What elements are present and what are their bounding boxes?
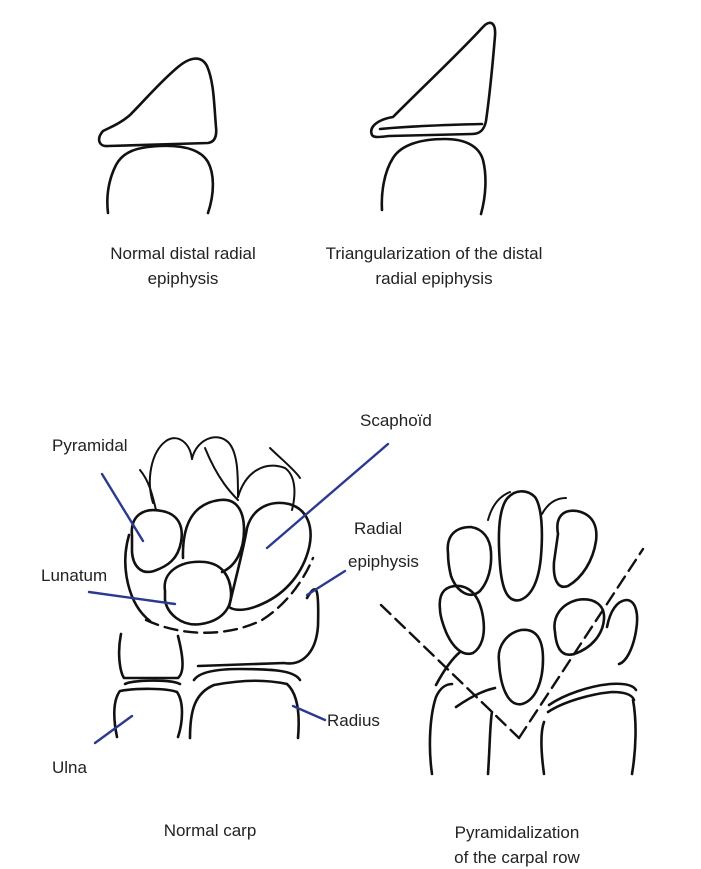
caption-normal-carp: Normal carp [140, 818, 280, 843]
label-scaphoid: Scaphoïd [360, 411, 432, 431]
label-ulna: Ulna [52, 758, 87, 778]
label-radial-epiphysis-line2: epiphysis [348, 552, 419, 572]
caption-line: of the carpal row [432, 845, 602, 869]
caption-line: epiphysis [88, 266, 278, 291]
label-lunatum: Lunatum [41, 566, 107, 586]
normal-carp-drawing [114, 437, 318, 738]
leader-pyramidal [102, 474, 143, 541]
normal-epiphysis-drawing [99, 59, 216, 213]
label-radial-epiphysis-line1: Radial [354, 519, 402, 539]
label-radius: Radius [327, 711, 380, 731]
pyramidalization-drawing [381, 491, 643, 774]
caption-line: radial epiphysis [304, 266, 564, 291]
caption-line: Normal distal radial [88, 241, 278, 266]
caption-pyramidalization: Pyramidalization of the carpal row [432, 820, 602, 869]
caption-line: Triangularization of the distal [304, 241, 564, 266]
caption-triangular-epiphysis: Triangularization of the distal radial e… [304, 241, 564, 291]
label-pyramidal: Pyramidal [52, 436, 128, 456]
caption-normal-epiphysis: Normal distal radial epiphysis [88, 241, 278, 291]
caption-line: Pyramidalization [432, 820, 602, 845]
leader-radial-epiphysis [307, 571, 345, 595]
caption-line: Normal carp [140, 818, 280, 843]
triangular-epiphysis-drawing [371, 23, 495, 214]
